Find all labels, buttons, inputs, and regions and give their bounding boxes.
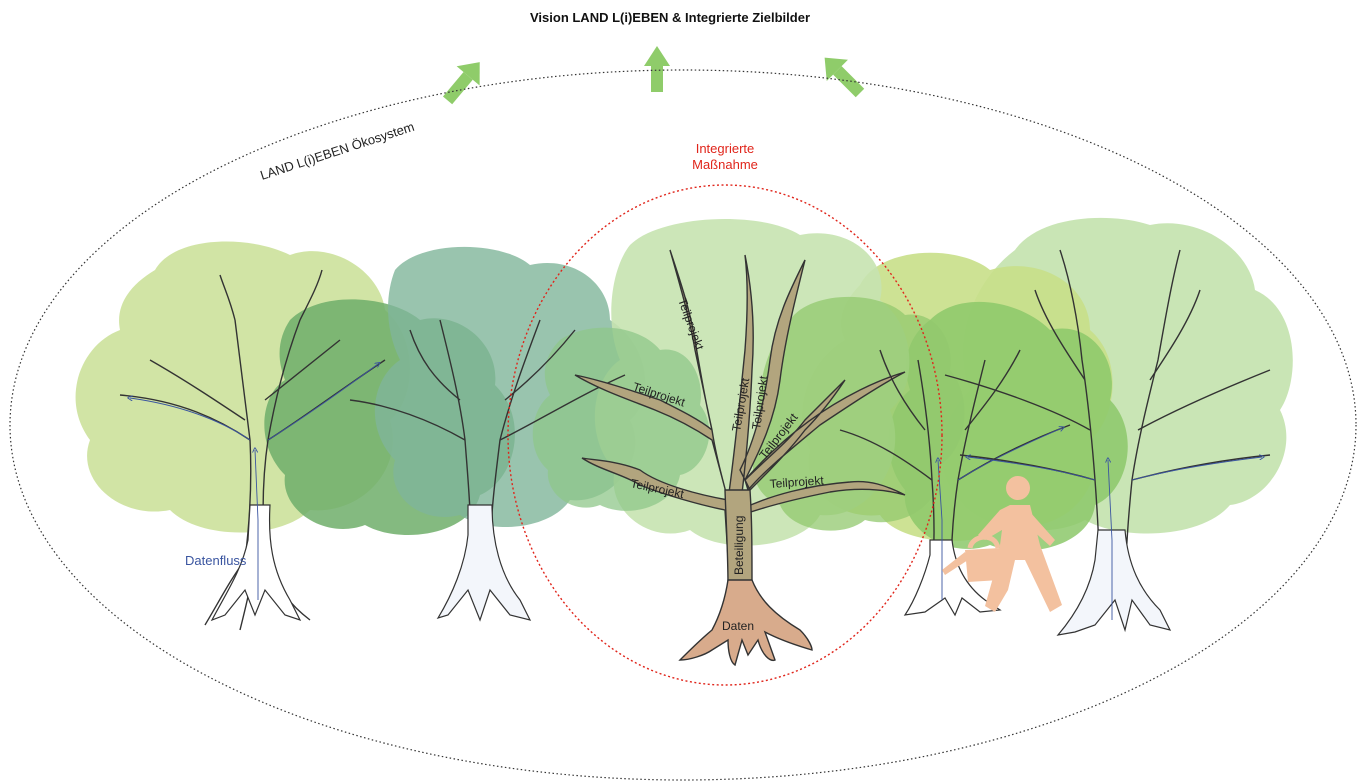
diagram-title: Vision LAND L(i)EBEN & Integrierte Zielb… bbox=[530, 10, 810, 25]
roots-label: Daten bbox=[722, 619, 754, 633]
measure-label-line1: Integrierte bbox=[696, 141, 755, 156]
up-arrow-icon bbox=[436, 52, 491, 110]
up-arrow-icon bbox=[644, 46, 670, 92]
up-arrow-icon bbox=[814, 47, 871, 104]
trunk-label: Beteiligung bbox=[732, 516, 746, 575]
ecosystem-label: LAND L(i)EBEN Ökosystem bbox=[258, 119, 416, 183]
tree-right-b-roots bbox=[1058, 530, 1170, 635]
measure-label-line2: Maßnahme bbox=[692, 157, 758, 172]
dataflow-label: Datenfluss bbox=[185, 553, 247, 568]
